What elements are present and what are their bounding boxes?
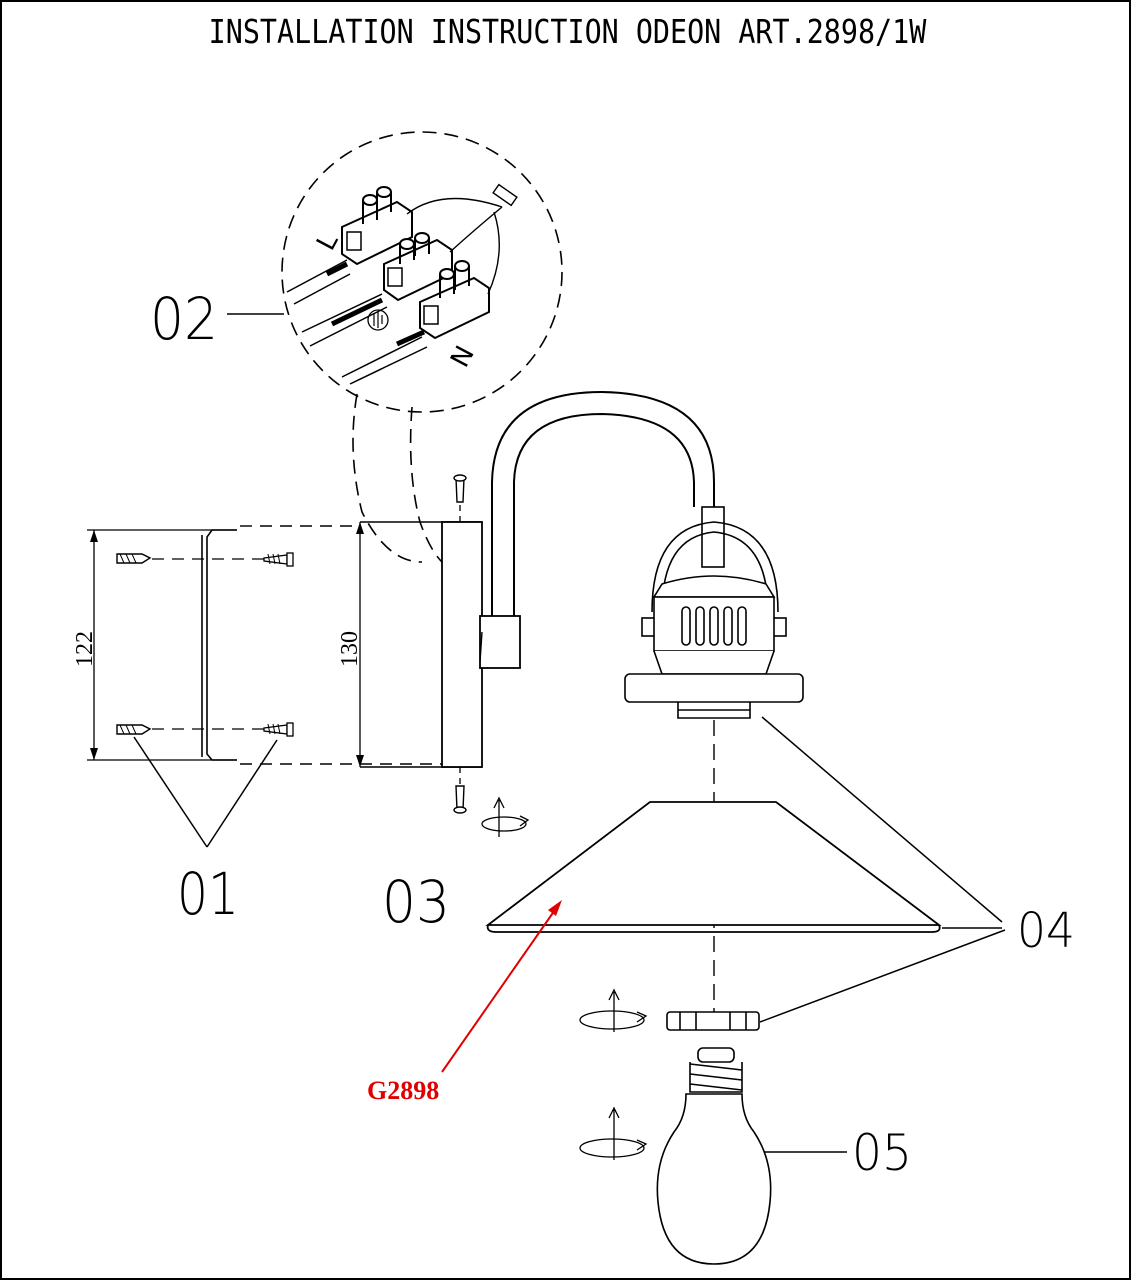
wall-plug-bottom [116,724,152,735]
light-bulb [579,1047,847,1265]
terminal-block-earth [383,232,453,302]
part-label-02: 02 [150,285,218,353]
terminal-block-live [341,186,413,266]
dimension-122: 122 [72,631,98,667]
part-label-04: 04 [1017,903,1075,959]
part-label-01: 01 [177,860,239,928]
terminal-neutral-label: N [445,341,481,372]
rotate-icon [579,1106,648,1160]
earth-icon [367,309,389,331]
part-label-03: 03 [382,868,450,936]
wall-bracket: 122 [72,525,442,848]
part-code-label: G2898 [367,1076,439,1105]
dimension-130: 130 [337,631,363,667]
back-plate: 130 [337,521,483,768]
fixing-screws [453,474,530,837]
part-code-callout: G2898 [367,900,562,1105]
rotate-icon [579,988,648,1032]
shade-ring [579,988,760,1032]
lamp-shade [485,716,1006,1023]
wall-plug-top [116,553,152,564]
lamp-arm [479,390,715,669]
lamp-socket [624,506,804,719]
part-label-05: 05 [852,1124,912,1182]
screw-bottom [263,722,294,737]
wiring-detail: L N [227,131,563,563]
page-title: INSTALLATION INSTRUCTION ODEON ART.2898/… [208,12,927,51]
terminal-block-neutral [419,260,490,340]
rotate-icon [481,796,530,837]
screw-top [263,552,294,567]
terminal-live-label: L [311,228,345,255]
